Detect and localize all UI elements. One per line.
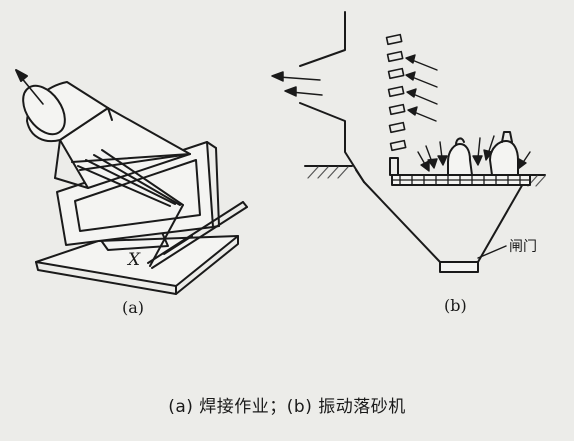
marker-x-label: X: [128, 250, 141, 270]
part-b-label: (b): [444, 296, 467, 315]
outflow-arrows: [271, 71, 323, 97]
hood-walls: [299, 11, 365, 183]
shakeout-diagram: [271, 11, 546, 273]
exhaust-duct: [15, 69, 109, 142]
welding-diagram: [15, 69, 248, 295]
welding-torch: [147, 201, 248, 269]
figure-caption: (a) 焊接作业；(b) 振动落砂机: [168, 397, 406, 417]
gate-label: 闸门: [509, 239, 537, 255]
floor: [304, 165, 546, 187]
part-a-label: (a): [122, 298, 145, 317]
castings: [447, 131, 519, 176]
base-plate: [35, 235, 239, 295]
inflow-arrows: [405, 54, 438, 122]
dust-arrows: [417, 135, 531, 172]
louver-slats: [385, 33, 407, 152]
gate: [439, 245, 507, 273]
